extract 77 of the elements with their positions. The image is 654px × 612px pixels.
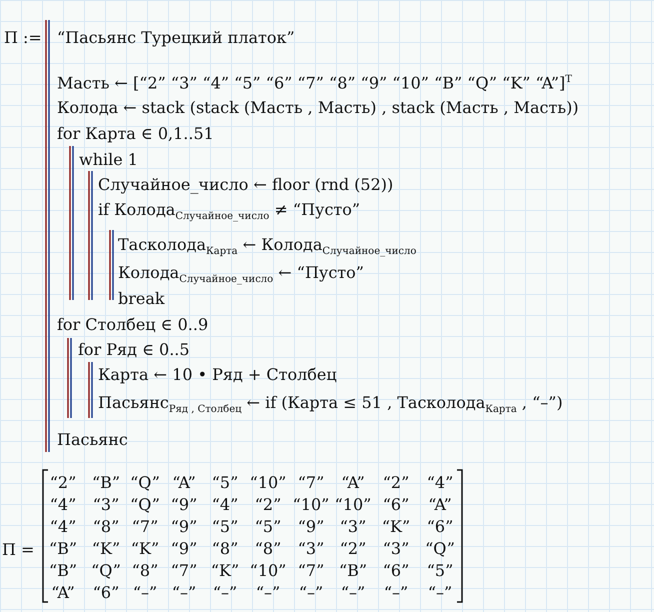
matrix-cell: “9” — [170, 495, 198, 515]
matrix-cell: “2” — [254, 495, 282, 515]
matrix-cell: “4” — [212, 495, 238, 515]
matrix-cell: “B” — [92, 473, 120, 493]
code-line: Колода$_{Случайное_число}$ ← “Пусто” — [118, 263, 364, 288]
matrix-cell: “Q” — [425, 539, 455, 559]
matrix-cell: “5” — [426, 561, 454, 581]
matrix-cell: “8” — [132, 561, 158, 581]
code-line: Карта ← 10 • Ряд + Столбец — [98, 365, 337, 385]
matrix-cell: “9” — [170, 539, 198, 559]
code-line: Масть ← [“2” “3” “4” “5” “6” “7” “8” “9” “10” “B” “Q” “K” “A”]$^{T}$ — [57, 72, 572, 94]
matrix-cell: “–” — [172, 583, 196, 603]
matrix-cell: “2” — [340, 539, 366, 559]
matrix-cell: “Q” — [130, 473, 160, 493]
code-line: “Пасьянс Турецкий платок” — [57, 28, 295, 48]
matrix-cell: “3” — [340, 517, 366, 537]
matrix-cell: “5” — [254, 517, 282, 537]
matrix-cell: “K” — [130, 539, 160, 559]
matrix-cell: “Q” — [91, 561, 121, 581]
matrix-cell: “A” — [341, 473, 365, 493]
code-line: Случайное_число ← floor (rnd (52)) — [98, 175, 394, 195]
code-line: if Колода$_{Случайное_число}$ ≠ “Пусто” — [98, 200, 360, 224]
matrix-cell: “Q” — [130, 495, 160, 515]
code-line: Тасколода$_{Карта}$ ← Колода$_{Случайное_число}$ — [118, 235, 416, 260]
code-line: Пасьянс$_{Ряд , Столбец}$ ← if (Карта ≤ 51 , Тасколода$_{Карта}$ , “–”) — [98, 393, 563, 418]
matrix-cell: “K” — [210, 561, 240, 581]
matrix-cell: “8” — [212, 539, 238, 559]
definition-label: П := — [4, 28, 42, 48]
matrix-cell: “–” — [384, 583, 408, 603]
code-line: Пасьянс — [57, 430, 128, 450]
code-line: Колода ← stack (stack (Масть , Масть) , stack (Масть , Масть)) — [57, 98, 579, 118]
matrix-cell: “9” — [170, 517, 198, 537]
matrix-cell: “3” — [298, 539, 324, 559]
matrix-cell: “A” — [172, 473, 196, 493]
matrix-cell: “6” — [92, 583, 120, 603]
matrix-cell: “10” — [292, 495, 330, 515]
matrix-cell: “10” — [250, 561, 286, 581]
matrix-cell: “3” — [382, 539, 410, 559]
matrix-cell: “6” — [382, 495, 410, 515]
matrix-cell: “6” — [382, 561, 410, 581]
result-label: П = — [2, 540, 34, 560]
matrix-cell: “–” — [212, 583, 238, 603]
matrix-cell: “5” — [212, 517, 238, 537]
code-line: break — [118, 289, 165, 309]
matrix-cell: “B” — [338, 561, 368, 581]
matrix-cell: “7” — [298, 561, 324, 581]
matrix-cell: “5” — [212, 473, 238, 493]
matrix-cell: “–” — [340, 583, 366, 603]
matrix-cell: “B” — [48, 561, 78, 581]
code-line: for Карта ∈ 0,1..51 — [57, 124, 214, 144]
matrix-cell: “7” — [298, 473, 324, 493]
matrix-cell: “7” — [132, 517, 158, 537]
matrix-cell: “K” — [92, 539, 120, 559]
matrix-cell: “K” — [382, 517, 410, 537]
matrix-cell: “2” — [50, 473, 76, 493]
code-line: for Столбец ∈ 0..9 — [57, 315, 208, 335]
matrix-cell: “B” — [48, 539, 78, 559]
matrix-cell: “4” — [50, 495, 76, 515]
matrix-cell: “–” — [428, 583, 452, 603]
matrix-cell: “–” — [298, 583, 324, 603]
matrix-cell: “8” — [254, 539, 282, 559]
matrix-cell: “9” — [298, 517, 324, 537]
matrix-cell: “–” — [256, 583, 280, 603]
matrix-cell: “A” — [51, 583, 75, 603]
matrix-cell: “3” — [92, 495, 120, 515]
code-line: while 1 — [79, 150, 138, 170]
matrix-cell: “–” — [132, 583, 158, 603]
matrix-cell: “4” — [50, 517, 76, 537]
matrix-cell: “10” — [250, 473, 286, 493]
matrix-cell: “10” — [334, 495, 372, 515]
matrix-cell: “8” — [92, 517, 120, 537]
matrix-cell: “6” — [426, 517, 454, 537]
code-line: for Ряд ∈ 0..5 — [78, 340, 190, 360]
matrix-cell: “7” — [170, 561, 198, 581]
matrix-cell: “A” — [428, 495, 452, 515]
matrix-cell: “4” — [426, 473, 454, 493]
matrix-cell: “2” — [382, 473, 410, 493]
